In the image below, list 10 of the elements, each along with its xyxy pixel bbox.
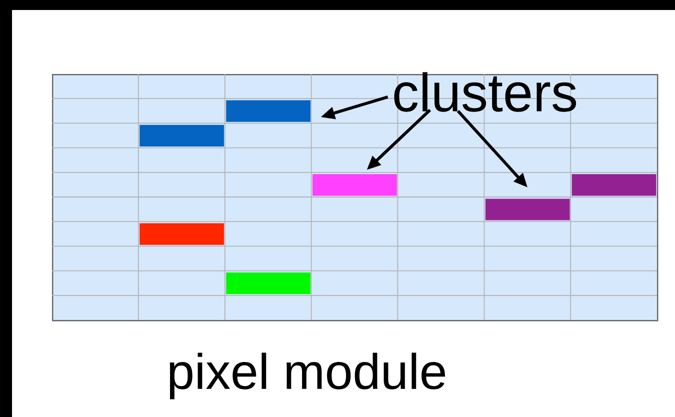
pixel-cluster xyxy=(140,223,224,245)
pixel-grid xyxy=(52,74,658,322)
node-label: pixel module xyxy=(170,352,446,400)
pixel-cluster xyxy=(140,124,224,146)
pixel-cluster xyxy=(226,272,310,294)
pixel-cluster xyxy=(572,174,656,196)
pixel-cluster xyxy=(312,174,397,196)
pixel-cluster xyxy=(226,100,310,122)
pixel-cluster xyxy=(485,198,570,220)
annotation-text: clusters xyxy=(394,72,576,112)
